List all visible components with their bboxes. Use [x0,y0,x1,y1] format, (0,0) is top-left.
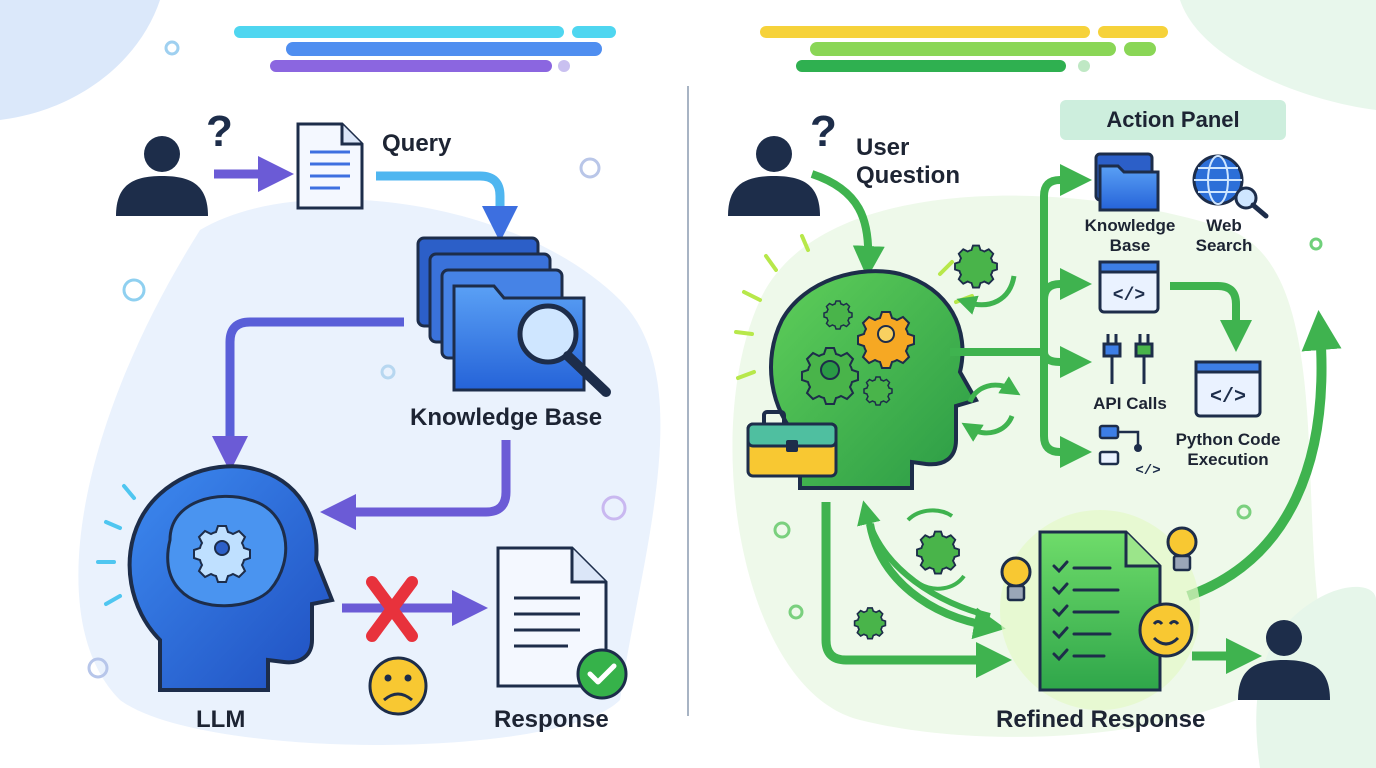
blocked-arrow [342,576,488,642]
tool-label-web-search: Web Search [1195,216,1253,255]
lightbulb-icon-right [1166,526,1198,572]
svg-text:</>: </> [1113,286,1145,306]
refine-arrow-down [866,523,1006,640]
llm-glow [96,484,136,606]
response-document-icon [496,546,608,688]
llm-label: LLM [196,706,246,733]
tool-label-knowledge-base: Knowledge Base [1084,216,1176,255]
cycle-arrows-mid [961,376,1021,442]
tool-web-search-globe-icon [1192,154,1269,219]
query-label: Query [382,130,452,157]
happy-face-icon [1138,602,1194,658]
left-title-bars [234,26,616,72]
tool-python-flow-icon: </> [1098,424,1161,479]
response-label: Response [494,706,609,733]
refine-arrow-up [857,500,991,619]
tool-label-api-calls: API Calls [1093,394,1167,413]
refined-response-label: Refined Response [996,706,1206,733]
user-question-label: User Question [856,134,961,189]
svg-text:?: ? [206,107,233,156]
tool-knowledge-base-folder-icon [1094,152,1160,212]
query-document-icon [296,122,364,210]
magnifier-icon [517,303,611,397]
llm-head-icon [127,464,335,692]
refined-response-doc-icon [1000,510,1200,710]
tool-code-window-icon: </> [1098,260,1160,314]
cycle-gears-bottom [853,508,966,640]
toolbox-icon [746,410,838,478]
svg-text:</>: </> [1210,386,1246,409]
query-to-kb-arrow [376,171,518,242]
tool-label-python-code: Python Code Execution [1175,430,1281,469]
code-to-exec-arrow [1170,282,1252,352]
svg-text:?: ? [810,107,837,156]
left-user-person: ? [116,107,233,216]
cycle-gears-top [954,244,1017,315]
svg-text:</>: </> [1135,463,1160,479]
right-title-bars [760,26,1168,72]
kb-to-llm-arrow [212,317,404,472]
kb-return-arrow [320,440,511,530]
tool-api-plug-icon [1102,334,1154,384]
agent-to-response-arrow [821,502,1012,678]
action-panel-title: Action Panel [1060,100,1286,140]
decor-rings [87,40,1323,679]
right-user-person: ? [728,107,837,216]
question-to-agent-arrow [810,170,885,278]
sad-face-icon [368,656,428,716]
loop-back-arrow [1186,310,1342,601]
agent-to-tools-arrows [950,164,1092,468]
lightbulb-icon-left [1000,556,1032,602]
tool-code-exec-window-icon: </> [1194,360,1262,418]
check-badge-icon [576,648,628,700]
knowledge-base-label: Knowledge Base [410,404,603,431]
